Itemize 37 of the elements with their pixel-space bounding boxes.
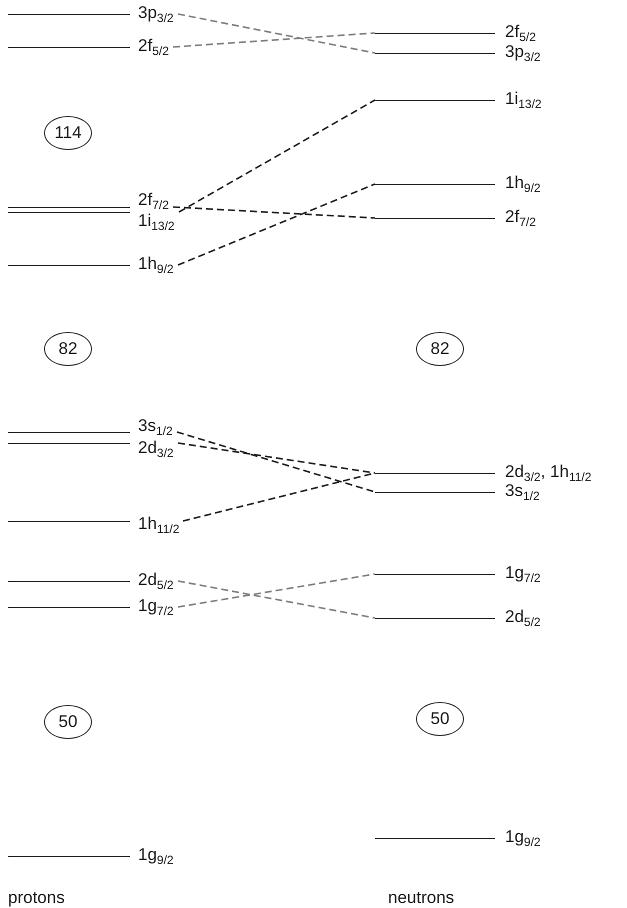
level-label: 3p$_{3/2}$ — [505, 42, 541, 62]
column-label: protons — [8, 888, 65, 908]
level-label: 2f$_{5/2}$ — [505, 22, 536, 42]
level-label: 1h$_{11/2}$ — [138, 514, 180, 534]
level-label: 2d$_{5/2}$ — [138, 570, 174, 590]
level-label: 1g$_{7/2}$ — [505, 563, 541, 583]
magic-number-oval: 82 — [416, 332, 464, 366]
dashed-connector — [178, 580, 376, 619]
level-label: 1g$_{9/2}$ — [138, 845, 174, 865]
level-label: 2d$_{3/2}$ — [138, 438, 174, 458]
dashed-connector — [172, 206, 376, 219]
dashed-connector — [176, 431, 376, 493]
magic-number-oval: 50 — [44, 705, 92, 739]
level-label: 1i$_{13/2}$ — [505, 89, 542, 109]
level-label: 3s$_{1/2}$ — [138, 416, 173, 436]
magic-number-oval: 50 — [416, 702, 464, 736]
dashed-connector — [172, 32, 376, 48]
level-label: 2d$_{3/2}$, 1h$_{11/2}$ — [505, 462, 592, 482]
level-label: 2f$_{7/2}$ — [138, 190, 169, 210]
dashed-connector — [178, 183, 376, 266]
dashed-connector — [178, 99, 376, 213]
column-label: neutrons — [388, 888, 454, 908]
level-label: 3p$_{3/2}$ — [138, 3, 174, 23]
level-label: 1h$_{9/2}$ — [505, 173, 541, 193]
level-label: 2f$_{7/2}$ — [505, 207, 536, 227]
dashed-connector — [178, 13, 376, 54]
level-label: 1h$_{9/2}$ — [138, 254, 174, 274]
level-label: 2f$_{5/2}$ — [138, 36, 169, 56]
level-label: 3s$_{1/2}$ — [505, 481, 540, 501]
level-label: 1g$_{9/2}$ — [505, 827, 541, 847]
magic-number-oval: 114 — [44, 116, 92, 150]
dashed-connector — [178, 573, 376, 608]
magic-number-oval: 82 — [44, 332, 92, 366]
level-label: 2d$_{5/2}$ — [505, 607, 541, 627]
level-label: 1i$_{13/2}$ — [138, 211, 175, 231]
dashed-connector — [178, 442, 376, 474]
level-label: 1g$_{7/2}$ — [138, 596, 174, 616]
